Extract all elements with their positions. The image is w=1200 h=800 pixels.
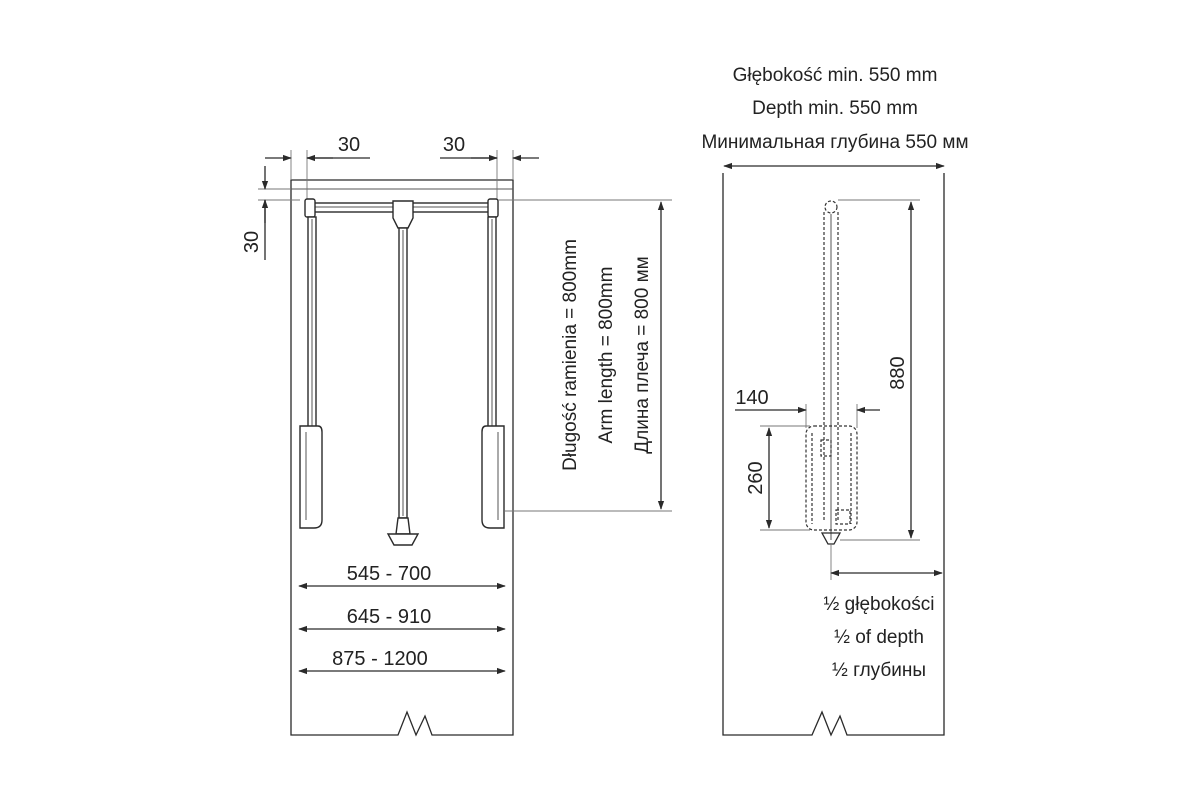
depth-label-pl: Głębokość min. 550 mm [733, 65, 938, 86]
half-depth-label-pl: ½ głębokości [824, 594, 935, 615]
width-range-2: 645 - 910 [347, 606, 432, 628]
half-depth-label-ru: ½ глубины [832, 660, 926, 681]
pull-down-rail [299, 198, 505, 546]
width-range-1: 545 - 700 [347, 563, 432, 585]
dim-side: 30 [241, 231, 263, 253]
arm-length-label-pl: Długość ramienia = 800mm [560, 239, 581, 471]
side-rail [823, 200, 839, 540]
arm-length-label-en: Arm length = 800mm [596, 267, 617, 444]
width-range-3: 875 - 1200 [332, 648, 428, 670]
depth-label-en: Depth min. 550 mm [752, 98, 918, 119]
front-view: 30 30 30 [241, 134, 672, 737]
dim-top-right: 30 [443, 134, 465, 156]
arm-length-label-ru: Длина плеча = 800 мм [632, 256, 653, 453]
dim-top-left: 30 [338, 134, 360, 156]
depth-label-ru: Минимальная глубина 550 мм [701, 132, 968, 153]
side-cabinet-outline [722, 173, 945, 737]
side-basket [805, 425, 858, 545]
side-view: Głębokość min. 550 mm Depth min. 550 mm … [701, 65, 969, 737]
dim-height: 880 [887, 356, 909, 389]
dim-width: 140 [735, 387, 768, 409]
front-cabinet-outline [290, 179, 514, 737]
half-depth-label-en: ½ of depth [834, 627, 924, 648]
dim-basket-height: 260 [745, 461, 767, 494]
